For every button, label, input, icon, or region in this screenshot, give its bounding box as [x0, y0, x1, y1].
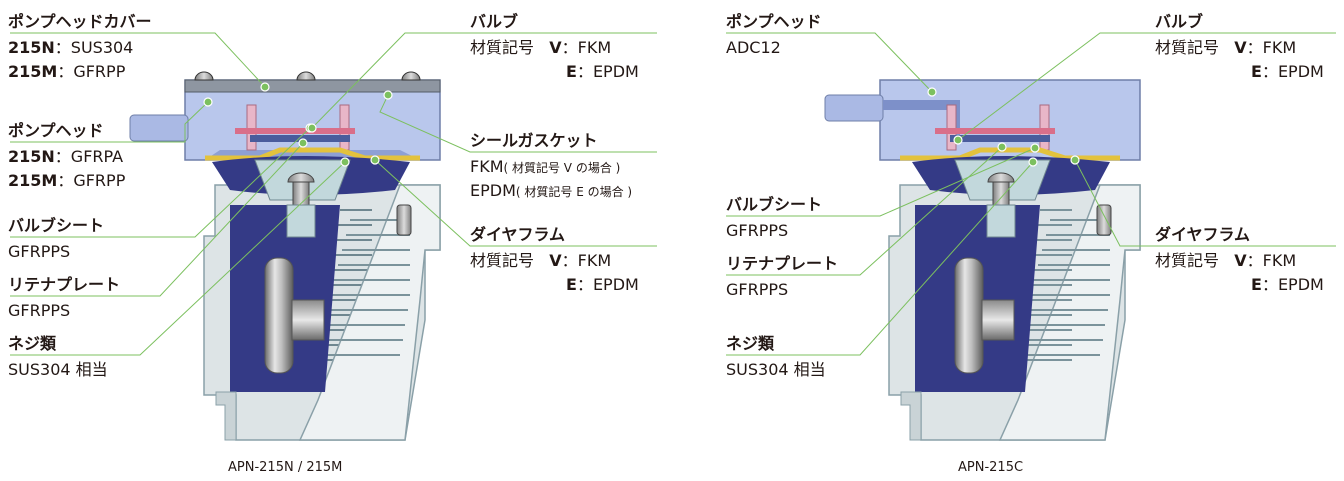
right-valve-line2: E：EPDM: [1251, 60, 1324, 84]
right-screws-value: SUS304 相当: [726, 360, 826, 379]
code-v: V: [1234, 38, 1247, 57]
material-code-label: 材質記号: [470, 251, 535, 270]
material-value: ：EPDM: [576, 275, 639, 294]
left-screws-title: ネジ類: [8, 334, 57, 353]
code-e: E: [566, 62, 577, 81]
left-valve-line2: E：EPDM: [566, 60, 639, 84]
left-diaphragm-line1: 材質記号 V：FKM: [470, 249, 611, 273]
model-215m: 215M: [8, 62, 58, 81]
left-callout-dots: [203, 82, 393, 167]
left-screws-value: SUS304 相当: [8, 360, 108, 379]
right-diaphragm-line1: 材質記号 V：FKM: [1155, 249, 1296, 273]
right-retainer-plate-title: リテナプレート: [726, 254, 839, 273]
left-diaphragm-line2: E：EPDM: [566, 273, 639, 297]
left-pump-head-title: ポンプヘッド: [8, 121, 104, 140]
material-value: ：FKM: [561, 251, 612, 270]
left-valve-seat-title: バルブシート: [8, 216, 105, 235]
right-valve-seat-title: バルブシート: [726, 195, 823, 214]
material-epdm: EPDM: [470, 181, 516, 200]
right-callout-dots: [927, 87, 1080, 167]
material-value: ：FKM: [561, 38, 612, 57]
right-diaphragm-title: ダイヤフラム: [1155, 225, 1251, 244]
material-value: ：GFRPP: [57, 171, 126, 190]
left-diaphragm-title: ダイヤフラム: [470, 225, 566, 244]
material-value: ：EPDM: [1261, 275, 1324, 294]
right-screws-title: ネジ類: [726, 334, 775, 353]
right-caption: APN-215C: [958, 460, 1024, 475]
left-leader-lines: [10, 32, 657, 356]
left-caption: APN-215N / 215M: [228, 460, 343, 475]
left-retainer-plate-value: GFRPPS: [8, 301, 71, 320]
left-pump-illustration: [129, 71, 441, 441]
seal-note-e: ( 材質記号 E の場合 ): [515, 185, 633, 199]
code-v: V: [1234, 251, 1247, 270]
material-fkm: FKM: [470, 157, 504, 176]
material-value: ：SUS304: [54, 38, 134, 57]
right-pump-head-value: ADC12: [726, 38, 781, 57]
right-valve-title: バルブ: [1155, 12, 1204, 31]
model-215m: 215M: [8, 171, 58, 190]
code-e: E: [566, 275, 577, 294]
right-pump-illustration: [824, 79, 1141, 441]
left-pump-head-line1: 215N：GFRPA: [8, 145, 123, 169]
right-valve-seat-value: GFRPPS: [726, 221, 789, 240]
code-e: E: [1251, 275, 1262, 294]
right-valve-line1: 材質記号 V：FKM: [1155, 36, 1296, 60]
material-value: ：GFRPA: [54, 147, 124, 166]
material-code-label: 材質記号: [1155, 38, 1220, 57]
left-pump-head-cover-line1: 215N：SUS304: [8, 36, 133, 60]
left-seal-gasket-title: シールガスケット: [470, 131, 598, 150]
left-seal-gasket-line1: FKM( 材質記号 V の場合 ): [470, 155, 620, 180]
left-valve-seat-value: GFRPPS: [8, 242, 71, 261]
model-215n: 215N: [8, 38, 55, 57]
right-pump-head-title: ポンプヘッド: [726, 12, 822, 31]
left-valve-line1: 材質記号 V：FKM: [470, 36, 611, 60]
left-valve-title: バルブ: [470, 12, 519, 31]
left-pump-head-cover-line2: 215M：GFRPP: [8, 60, 125, 84]
left-pump-head-line2: 215M：GFRPP: [8, 169, 125, 193]
model-215n: 215N: [8, 147, 55, 166]
left-retainer-plate-title: リテナプレート: [8, 275, 121, 294]
seal-note-v: ( 材質記号 V の場合 ): [503, 161, 621, 175]
material-value: ：EPDM: [576, 62, 639, 81]
material-code-label: 材質記号: [1155, 251, 1220, 270]
material-value: ：FKM: [1246, 38, 1297, 57]
left-pump-head-cover-title: ポンプヘッドカバー: [8, 12, 152, 31]
right-leader-lines: [726, 32, 1336, 356]
material-value: ：GFRPP: [57, 62, 126, 81]
material-code-label: 材質記号: [470, 38, 535, 57]
material-value: ：EPDM: [1261, 62, 1324, 81]
code-v: V: [549, 251, 562, 270]
right-diaphragm-line2: E：EPDM: [1251, 273, 1324, 297]
left-seal-gasket-line2: EPDM( 材質記号 E の場合 ): [470, 179, 632, 204]
code-v: V: [549, 38, 562, 57]
right-retainer-plate-value: GFRPPS: [726, 280, 789, 299]
material-value: ：FKM: [1246, 251, 1297, 270]
code-e: E: [1251, 62, 1262, 81]
